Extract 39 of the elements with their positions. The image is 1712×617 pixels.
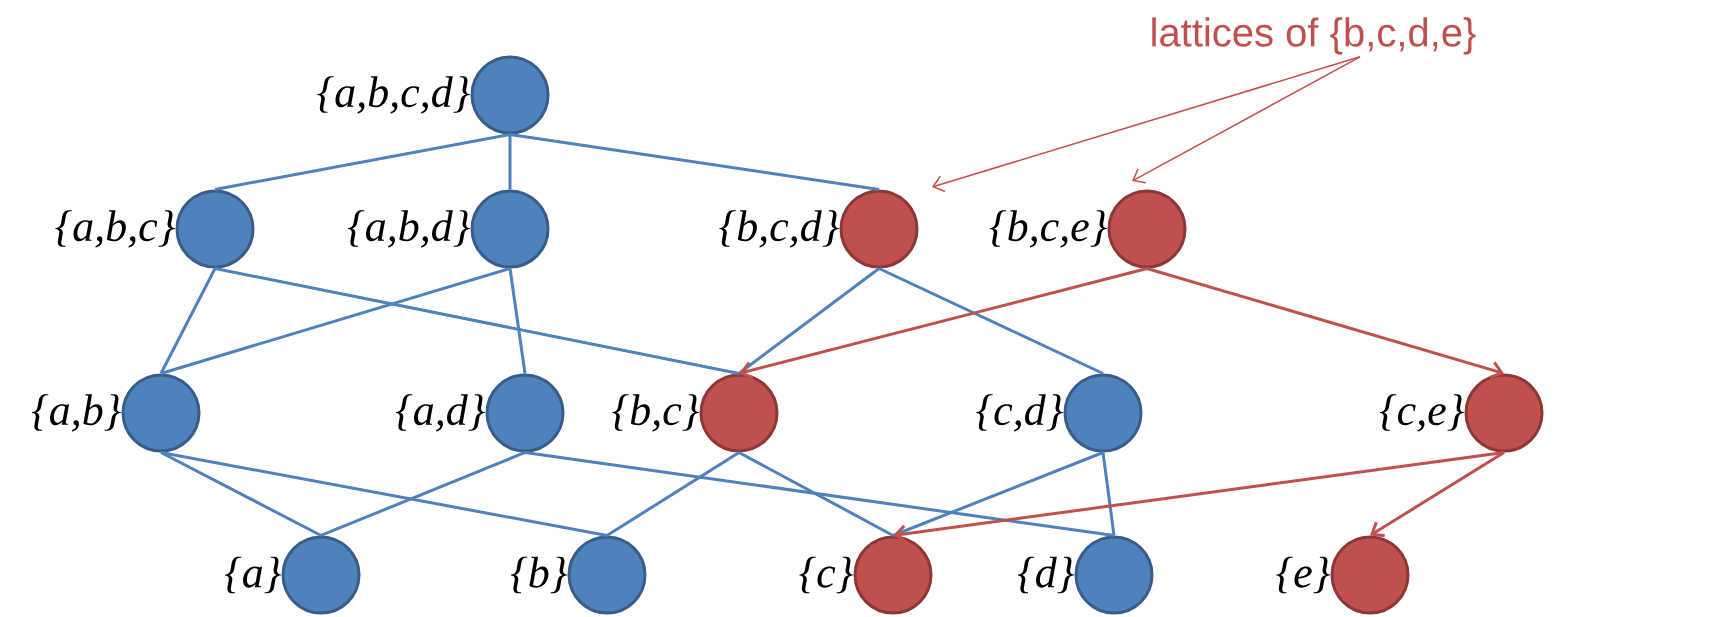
- connector-line: [160, 451, 322, 537]
- set-label: {a}: [224, 556, 281, 594]
- connector-line: [509, 133, 880, 191]
- annotation-text: lattices of {b,c,d,e}: [1152, 17, 1476, 55]
- connector-line: [160, 451, 608, 537]
- connector-line: [738, 267, 880, 375]
- arrow: [739, 267, 1148, 380]
- connector-line: [214, 133, 511, 191]
- connector-line: [1101, 452, 1116, 536]
- arrow: [931, 56, 1361, 193]
- connector-line: [320, 451, 526, 537]
- set-label: {c,d}: [976, 394, 1063, 432]
- set-label: {a,b}: [31, 394, 121, 432]
- connector-line: [160, 267, 511, 375]
- set-label: {a,d}: [395, 394, 485, 432]
- connector-line: [214, 267, 740, 375]
- set-label: {b}: [510, 556, 567, 594]
- connector-line: [892, 451, 1104, 537]
- connector-line: [606, 451, 740, 537]
- set-label: {c,e}: [1379, 394, 1464, 432]
- arrow: [1132, 56, 1361, 184]
- set-label: {d}: [1017, 556, 1074, 594]
- arrow: [1370, 451, 1505, 538]
- set-label: {b,c,d}: [719, 210, 839, 248]
- connector-line: [159, 267, 217, 375]
- set-label: {a,b,c,d}: [317, 76, 470, 114]
- connector-line: [738, 451, 894, 537]
- arrow: [1146, 267, 1504, 380]
- arrow: [893, 451, 1505, 544]
- set-label: {b,c}: [612, 394, 699, 432]
- set-label: {c}: [799, 556, 853, 594]
- set-label: {b,c,e}: [989, 210, 1107, 248]
- connector-line: [508, 268, 527, 374]
- set-label: {e}: [1276, 556, 1330, 594]
- connector-line: [878, 267, 1104, 375]
- set-label: {a,b,c}: [55, 210, 175, 248]
- set-label: {a,b,d}: [347, 210, 470, 248]
- connector-line: [508, 134, 512, 190]
- connector-line: [524, 451, 1115, 537]
